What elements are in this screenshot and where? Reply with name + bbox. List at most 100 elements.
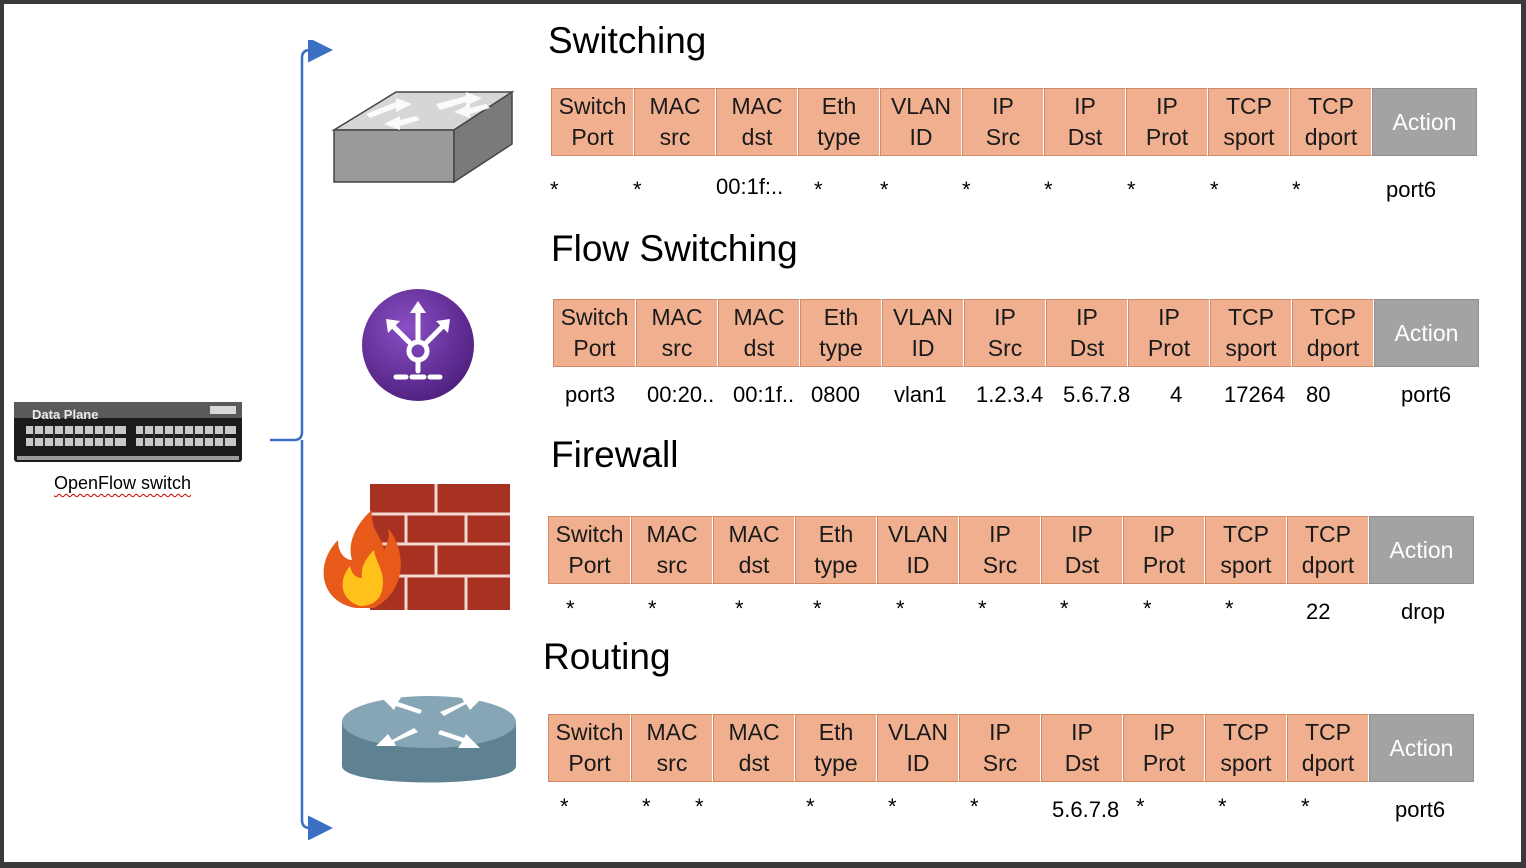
field-label-line: sport [1220,552,1272,578]
value-ip-dst: * [1044,177,1053,202]
value-switch-port: * [560,794,569,819]
field-label-line: IP [1156,93,1178,119]
field-label-line: type [817,124,861,150]
fan-out-bracket [270,40,336,840]
field-label-line: dst [738,750,770,776]
field-ip-dst: IP Dst [1041,714,1123,782]
value-mac-src: * [642,794,651,819]
value-eth-type: 0800 [811,382,860,407]
field-label-line: Src [985,124,1021,150]
field-label-line: TCP [1223,719,1269,745]
value-ip-prot: * [1127,177,1136,202]
field-label-line: type [814,552,858,578]
field-label-line: Switch [560,304,629,330]
router-icon [342,696,516,783]
field-label-line: MAC [646,719,698,745]
field-label-line: Prot [1147,335,1191,361]
field-ip-src: IP Src [962,88,1044,156]
field-label-line: dst [743,335,775,361]
field-label-line: IP [992,93,1014,119]
field-label-line: type [814,750,858,776]
field-label-line: IP [1071,719,1093,745]
value-tcp-dport: * [1292,177,1301,202]
field-label-line: src [661,335,693,361]
field-label-line: IP [1153,719,1175,745]
value-tcp-dport: * [1301,794,1310,819]
value-tcp-sport: * [1225,596,1234,621]
value-tcp-sport: * [1210,177,1219,202]
field-mac-src: MAC src [631,516,713,584]
field-label-line: src [659,124,691,150]
flow-switch-icon [362,289,474,401]
value-ip-prot: 4 [1170,382,1183,407]
field-label-line: Eth [818,521,854,547]
field-label-line: VLAN [890,93,952,119]
section-title-flow-switching: Flow Switching [551,228,798,269]
field-label-line: Dst [1064,552,1100,578]
diagram-canvas: Data Plane OpenFlow switch [4,4,1521,862]
value-ip-src: 1.2.3.4 [976,382,1044,407]
field-label-line: MAC [733,304,785,330]
field-label-line: Prot [1142,552,1186,578]
value-switch-port: * [566,596,575,621]
field-label-line: src [656,552,688,578]
field-label-line: src [656,750,688,776]
field-label-line: Switch [558,93,627,119]
field-label-line: sport [1223,124,1275,150]
field-label-line: Switch [555,521,624,547]
value-vlan-id: vlan1 [894,382,947,407]
field-mac-dst: MAC dst [718,299,800,367]
field-label-line: dst [741,124,773,150]
field-label-line: IP [994,304,1016,330]
field-label-line: Port [568,750,611,776]
value-mac-dst: * [695,794,704,819]
field-tcp-sport: TCP sport [1208,88,1290,156]
field-label-line: Dst [1064,750,1100,776]
field-label-line: MAC [646,521,698,547]
value-ip-prot: * [1143,596,1152,621]
field-label-line: IP [989,521,1011,547]
section-title-switching: Switching [548,20,707,61]
value-ip-prot: * [1136,794,1145,819]
value-eth-type: * [806,794,815,819]
value-action: port6 [1395,797,1446,822]
field-label-line: TCP [1226,93,1272,119]
field-label-line: Dst [1067,124,1103,150]
field-label-line: IP [1074,93,1096,119]
field-label-line: Src [987,335,1023,361]
value-vlan-id: * [896,596,905,621]
openflow-switch-caption: OpenFlow switch [54,473,192,493]
firewall-icon [323,484,510,610]
field-mac-src: MAC src [631,714,713,782]
value-mac-dst: 00:1f.. [733,382,795,407]
field-label-line: Eth [823,304,859,330]
value-tcp-sport: 17264 [1224,382,1286,407]
openflow-switch-icon [14,402,242,462]
layer2-switch-icon [331,90,515,184]
field-label-line: TCP [1308,93,1354,119]
